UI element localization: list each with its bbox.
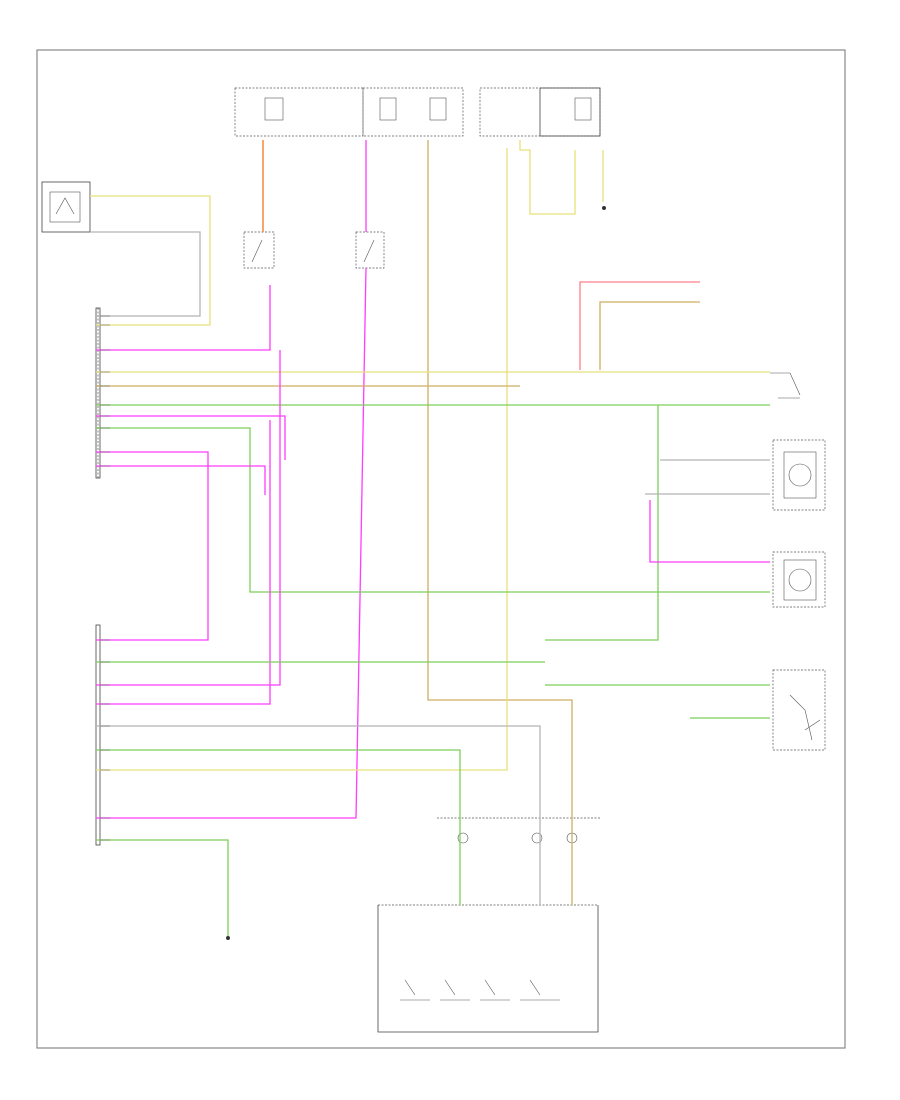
wire-magenta-module-2 — [96, 415, 286, 460]
speed-control-actuator — [377, 904, 599, 1033]
vacuum-solenoids — [437, 817, 600, 844]
wire-green-mid — [545, 405, 659, 641]
wire-tan-actuator-feed — [427, 140, 573, 905]
wire-gray-sensor — [90, 231, 201, 317]
output-shaft-speed-sensor — [772, 551, 826, 608]
brake-switch — [243, 231, 275, 269]
wire-magenta-output-sensor — [649, 500, 770, 563]
sensor-top-left — [41, 181, 91, 233]
turbine-speed-sensor — [772, 439, 826, 511]
wire-green-ground — [96, 839, 229, 936]
clutch-switch — [355, 231, 385, 269]
switch-top-right — [770, 372, 801, 399]
fuse-panel-right — [479, 87, 601, 137]
wire-magenta-module-4 — [96, 465, 266, 495]
ground-symbol-top — [602, 206, 606, 210]
module-pin-ticks — [100, 315, 110, 841]
wire-white-speed-control — [96, 725, 541, 905]
wire-pink-top-right — [579, 281, 700, 370]
ground-symbol-bottom — [226, 936, 230, 940]
fuse-panel-left — [234, 87, 364, 137]
wire-green-actuator — [96, 749, 461, 905]
wire-magenta-speed-control-feed — [96, 140, 367, 819]
powertrain-control-module — [95, 307, 101, 479]
wire-magenta-module-1 — [96, 285, 271, 351]
wire-magenta-module-3 — [96, 451, 209, 641]
wire-tan-top-right — [599, 301, 700, 370]
diagram-frame — [36, 49, 846, 1049]
wire-magenta-module-6 — [96, 420, 271, 705]
wire-green-output — [96, 427, 770, 593]
wire-magenta-module-5 — [96, 350, 281, 686]
transmission-range-sensor — [772, 669, 826, 751]
fuse-panel-center — [362, 87, 464, 137]
speed-control-module — [95, 624, 101, 846]
wire-yellow-sensor — [90, 195, 211, 326]
wire-yellow-right-fuse — [96, 140, 604, 771]
